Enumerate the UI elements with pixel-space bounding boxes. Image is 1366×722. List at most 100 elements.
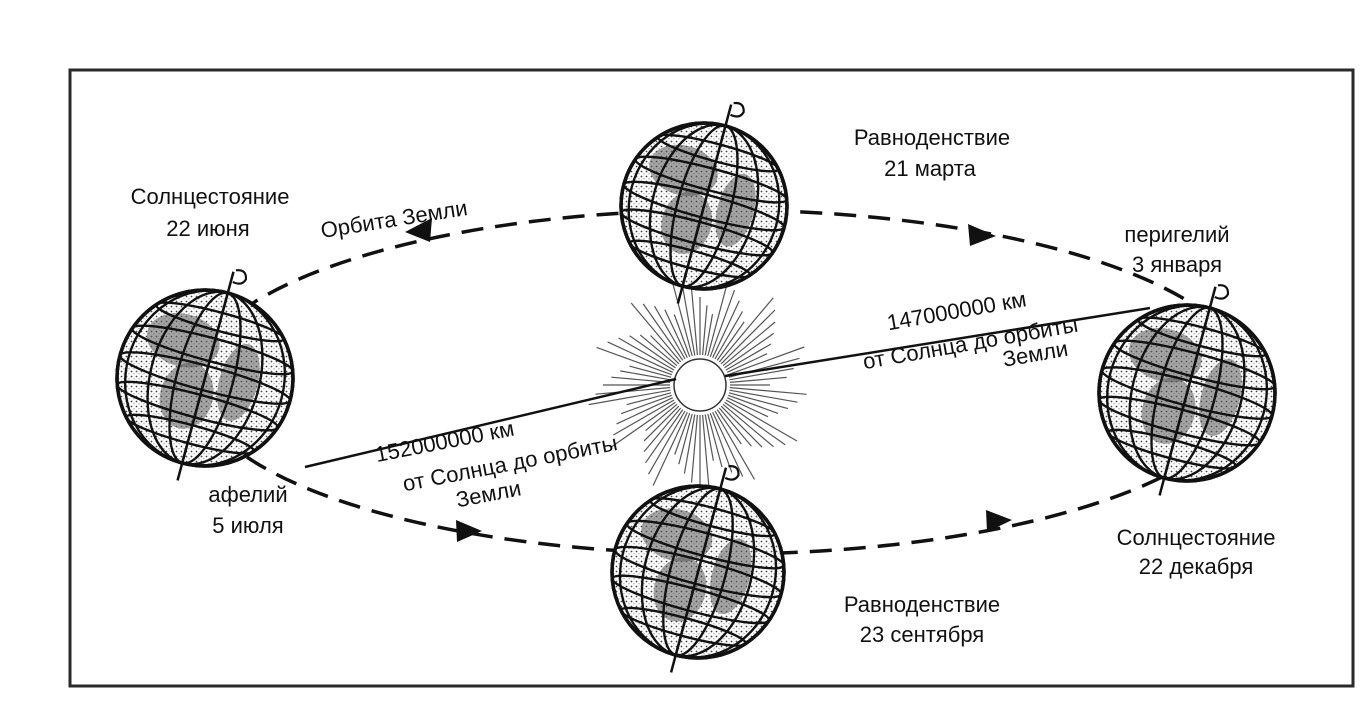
sun-ray (716, 409, 742, 445)
sun-ray (709, 289, 736, 358)
march-equinox-date: 21 марта (884, 156, 977, 181)
sun-ray (707, 279, 729, 357)
sun-ray (630, 302, 682, 363)
sun-ray (596, 346, 673, 376)
june-solstice-name: Солнцестояние (131, 184, 290, 209)
sun-ray (616, 397, 674, 425)
sun-ray (664, 309, 688, 359)
sun-ray (729, 367, 794, 381)
sun-ray (607, 341, 674, 373)
sun-ray (720, 405, 763, 448)
sun-ray (729, 376, 787, 383)
sun-ray (613, 399, 675, 436)
june-solstice-date: 22 июня (166, 216, 249, 241)
perihelion-distance-line (724, 306, 1151, 378)
sun-ray (726, 353, 768, 373)
sun-ray (722, 403, 774, 448)
sun-ray (629, 335, 676, 369)
sun-ray (691, 289, 698, 356)
sun-ray (681, 282, 696, 356)
sun-ray (643, 407, 682, 452)
orbit-arrow-bottom-left (456, 520, 482, 542)
sun-ray (722, 321, 776, 367)
sun-ray (718, 297, 774, 363)
north-pole-marker (730, 101, 745, 118)
perihelion-distance-label: 147000000 км от Солнца до орбиты Земли (861, 286, 1080, 374)
sun-ray (714, 311, 744, 360)
sun-ray (720, 309, 776, 365)
september-equinox-date: 23 сентября (860, 622, 984, 647)
sun-ray (728, 392, 789, 410)
earth-globe-september-equinox (610, 465, 786, 673)
sun-ray (704, 313, 714, 356)
march-equinox-name: Равноденствие (854, 125, 1010, 150)
sun-ray (643, 405, 680, 442)
sun-rays (588, 276, 807, 499)
earth-axis (669, 467, 728, 673)
sun-ray (702, 414, 711, 499)
aphelion-name: афелий (208, 482, 287, 507)
aphelion-distance-label: 152000000 км от Солнца до орбиты Земли (373, 416, 619, 513)
sun-ray (724, 401, 786, 446)
perihelion-name: перигелий (1124, 222, 1229, 247)
sun-ray (724, 332, 775, 369)
december-solstice-name: Солнцестояние (1117, 525, 1276, 550)
sun-ray (629, 365, 672, 378)
sun-ray (712, 300, 740, 359)
sun-ray (712, 411, 744, 477)
diagram-frame (68, 68, 1355, 688)
sun-ray (650, 335, 680, 365)
sun-ray (653, 305, 686, 360)
sun-ray (588, 389, 671, 406)
earth-globe-june-solstice (115, 269, 295, 481)
perihelion-date: 3 января (1132, 252, 1222, 277)
sun-ray (645, 409, 684, 464)
sun-ray (729, 387, 807, 395)
sun-ray (725, 343, 772, 371)
sun-ray (704, 414, 714, 461)
sun-ray (626, 392, 672, 406)
sun-ray (683, 414, 696, 474)
orbit-arrow-top-right (968, 224, 996, 246)
sun-ray (702, 305, 708, 356)
september-equinox-name: Равноденствие (844, 592, 1000, 617)
sun-ray (727, 346, 805, 376)
north-pole-marker (232, 269, 248, 285)
orbit-arrow-top-left (405, 218, 432, 242)
december-solstice-date: 22 декабря (1139, 554, 1254, 579)
sun-ray (678, 413, 693, 465)
sun-ray (718, 407, 752, 447)
north-pole-marker (1214, 284, 1230, 300)
earth-globe-december-solstice (1097, 284, 1277, 496)
sun-ray (690, 414, 698, 483)
sun-disc (673, 358, 727, 412)
sun-ray (727, 394, 779, 414)
sun-ray (709, 412, 733, 473)
sun-ray (639, 334, 678, 367)
aphelion-date: 5 июля (212, 513, 283, 538)
aphelion-distance-line (304, 377, 677, 469)
earth-globe-march-equinox (619, 101, 789, 304)
sun-ray (647, 410, 686, 475)
sun-ray (716, 321, 745, 361)
sun-ray (652, 411, 688, 486)
sun-ray (673, 314, 691, 358)
sun-ray (714, 410, 756, 480)
sun-ray (725, 399, 798, 442)
sun-ray (620, 370, 671, 381)
sun-ray (618, 337, 675, 371)
sun-ray (729, 389, 798, 403)
earth-axis (676, 104, 733, 304)
north-pole-marker (724, 465, 740, 481)
sun-ray (707, 413, 723, 468)
sun (588, 276, 807, 499)
sun-ray (726, 397, 769, 418)
orbit-arrow-bottom-right (986, 510, 1012, 532)
sun-ray (645, 403, 678, 432)
earth-axis (1158, 286, 1217, 496)
sun-ray (611, 401, 676, 448)
earth-axis (176, 271, 235, 481)
sun-ray (642, 303, 684, 361)
sun-ray (620, 394, 673, 415)
